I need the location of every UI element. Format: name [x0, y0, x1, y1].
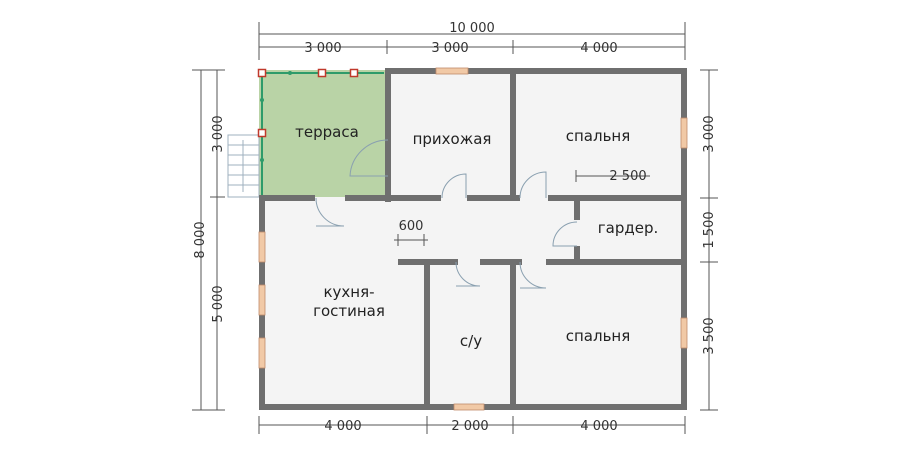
dim-left-2: 5 000 — [211, 285, 226, 322]
room-bedroom-top: спальня — [566, 127, 631, 145]
doors — [315, 139, 578, 289]
room-bathroom: с/у — [460, 332, 482, 350]
room-kitchen-line2: гостиная — [313, 302, 385, 320]
dim-bottom-2: 2 000 — [451, 419, 488, 434]
windows — [258, 67, 688, 411]
dim-top-1: 3 000 — [304, 41, 341, 56]
dim-bottom-3: 4 000 — [580, 419, 617, 434]
room-kitchen-line1: кухня- — [323, 283, 374, 301]
dim-right-1: 3 000 — [702, 115, 717, 152]
room-wardrobe: гардер. — [598, 219, 658, 237]
dim-bedroom-inner: 2 500 — [609, 169, 646, 184]
dim-corridor: 600 — [399, 219, 424, 234]
dim-top-3: 4 000 — [580, 41, 617, 56]
terrace-railing — [257, 68, 384, 197]
dim-left-1: 3 000 — [211, 115, 226, 152]
dim-bottom-1: 4 000 — [324, 419, 361, 434]
room-bedroom-bottom: спальня — [566, 327, 631, 345]
room-terrace: терраса — [295, 123, 359, 141]
dim-right-2: 1 500 — [702, 211, 717, 248]
dim-total-width: 10 000 — [449, 21, 495, 36]
room-hallway: прихожая — [413, 130, 492, 148]
dim-total-height: 8 000 — [193, 221, 208, 258]
terrace-stairs — [227, 134, 260, 198]
dim-right-3: 3 500 — [702, 317, 717, 354]
dim-top-2: 3 000 — [431, 41, 468, 56]
dimension-lines — [192, 22, 718, 434]
